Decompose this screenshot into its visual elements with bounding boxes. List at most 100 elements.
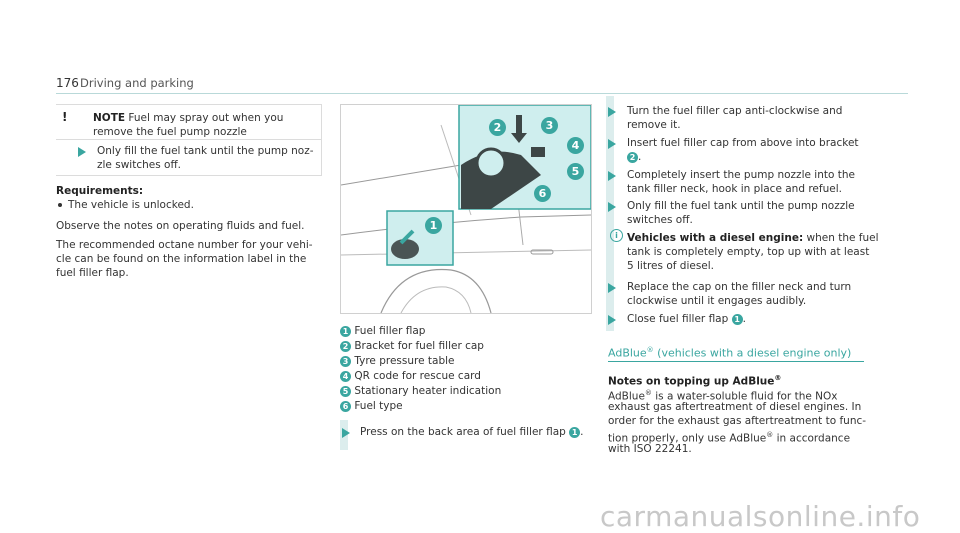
legend-num-5: 5 xyxy=(340,385,351,397)
steps-bar xyxy=(606,96,614,331)
warning-icon: ! xyxy=(62,110,68,124)
right-step-2-ref: 2 xyxy=(627,151,638,163)
right-step-6: Close fuel filler flap 1. xyxy=(627,312,746,326)
step-arrow-icon xyxy=(608,107,616,117)
step-arrow-icon xyxy=(608,171,616,181)
adblue-p4sup: ® xyxy=(766,431,774,439)
legend-num-2: 2 xyxy=(340,340,351,352)
right-step-3b: tank filler neck, hook in place and refu… xyxy=(627,183,842,195)
callout-3: 3 xyxy=(541,117,558,134)
legend-item-4: 4 QR code for rescue card xyxy=(340,369,481,383)
legend-item-6: 6 Fuel type xyxy=(340,399,403,413)
right-step-5b: clockwise until it engages audibly. xyxy=(627,295,807,307)
legend-text-2: Bracket for fuel filler cap xyxy=(354,340,484,352)
right-step-6-end: . xyxy=(742,313,746,325)
observe-text: Observe the notes on operating fluids an… xyxy=(56,220,305,232)
car-illustration xyxy=(341,105,591,313)
step-arrow-icon xyxy=(78,147,86,157)
adblue-link-a: AdBlue xyxy=(608,346,647,360)
note-line1: NOTE Fuel may spray out when you xyxy=(93,111,283,125)
right-step-4a: Only fill the fuel tank until the pump n… xyxy=(627,200,855,212)
legend-text-3: Tyre pressure table xyxy=(354,355,455,367)
info-text-1: when the fuel xyxy=(806,232,879,244)
step-arrow-icon xyxy=(608,315,616,325)
note-mid-rule xyxy=(56,139,322,140)
step-press-text: Press on the back area of fuel filler fl… xyxy=(360,426,566,438)
step-arrow-icon xyxy=(608,202,616,212)
legend-item-1: 1 Fuel filler flap xyxy=(340,324,425,338)
step-arrow-icon xyxy=(608,283,616,293)
section-title: Driving and parking xyxy=(80,76,194,90)
right-step-4b: switches off. xyxy=(627,214,693,226)
step-press-end: . xyxy=(580,426,584,438)
requirements-heading: Requirements: xyxy=(56,185,144,197)
adblue-heading-sup: ® xyxy=(774,374,782,382)
bullet-icon xyxy=(58,203,62,207)
adblue-p1sup: ® xyxy=(644,389,652,397)
adblue-heading-text: Notes on topping up AdBlue xyxy=(608,375,775,388)
right-step-2a: Insert fuel filler cap from above into b… xyxy=(627,137,859,149)
right-step-2-end: . xyxy=(638,151,642,163)
step-arrow-icon xyxy=(342,428,350,438)
note-bottom-rule xyxy=(56,175,322,176)
legend-item-3: 3 Tyre pressure table xyxy=(340,354,455,368)
requirements-item-text: The vehicle is unlocked. xyxy=(68,199,194,211)
note-text-2: remove the fuel pump nozzle xyxy=(93,126,247,138)
legend-item-2: 2 Bracket for fuel filler cap xyxy=(340,339,484,353)
adblue-para-2: exhaust gas aftertreatment of diesel eng… xyxy=(608,401,862,413)
adblue-p1a: AdBlue xyxy=(608,390,645,403)
octane-text-3: fuel filler flap. xyxy=(56,267,129,279)
legend-text-6: Fuel type xyxy=(354,400,403,412)
legend-item-5: 5 Stationary heater indication xyxy=(340,384,501,398)
adblue-para-4: tion properly, only use AdBlue® in accor… xyxy=(608,428,850,446)
info-label: Vehicles with a diesel engine: xyxy=(627,232,804,244)
info-line-2: tank is completely empty, top up with at… xyxy=(627,246,870,258)
note-top-rule xyxy=(56,104,322,105)
adblue-p1b: is a water-soluble fluid for the NOx xyxy=(655,390,838,403)
adblue-p4a: tion properly, only use AdBlue xyxy=(608,432,767,445)
octane-text-1: The recommended octane number for your v… xyxy=(56,239,313,251)
octane-text-2: cle can be found on the information labe… xyxy=(56,253,307,265)
adblue-link-sup: ® xyxy=(646,346,654,354)
adblue-p4b: in accordance xyxy=(776,432,851,445)
callout-5: 5 xyxy=(567,163,584,180)
note-step-1: Only fill the fuel tank until the pump n… xyxy=(97,145,314,157)
legend-num-1: 1 xyxy=(340,325,351,337)
info-icon: i xyxy=(610,229,623,242)
adblue-para-1: AdBlue® is a water-soluble fluid for the… xyxy=(608,386,838,404)
info-line-1: Vehicles with a diesel engine: when the … xyxy=(627,231,879,245)
legend-num-6: 6 xyxy=(340,400,351,412)
callout-6: 6 xyxy=(534,185,551,202)
legend-text-5: Stationary heater indication xyxy=(354,385,502,397)
callout-4: 4 xyxy=(567,137,584,154)
adblue-link[interactable]: AdBlue® (vehicles with a diesel engine o… xyxy=(608,346,851,360)
legend-num-3: 3 xyxy=(340,355,351,367)
adblue-heading: Notes on topping up AdBlue® xyxy=(608,371,781,389)
callout-2: 2 xyxy=(489,119,506,136)
right-step-2b: 2. xyxy=(627,150,641,164)
header-rule xyxy=(56,93,908,94)
note-right-border xyxy=(321,104,322,176)
step-arrow-icon xyxy=(608,139,616,149)
step-press: Press on the back area of fuel filler fl… xyxy=(360,425,584,439)
page-number: 176 xyxy=(56,76,79,90)
note-label: NOTE xyxy=(93,112,126,124)
requirements-item: The vehicle is unlocked. xyxy=(58,198,194,212)
right-step-1b: remove it. xyxy=(627,119,681,131)
right-step-3a: Completely insert the pump nozzle into t… xyxy=(627,169,855,181)
legend-text-1: Fuel filler flap xyxy=(354,325,426,337)
info-line-3: 5 litres of diesel. xyxy=(627,260,715,272)
note-step-2: zle switches off. xyxy=(97,159,182,171)
fuel-flap-illustration: 2 3 4 5 6 1 xyxy=(340,104,592,314)
right-step-1a: Turn the fuel filler cap anti-clockwise … xyxy=(627,105,843,117)
watermark: carmanualsonline.info xyxy=(600,500,921,533)
callout-1: 1 xyxy=(425,217,442,234)
legend-num-4: 4 xyxy=(340,370,351,382)
adblue-link-underline xyxy=(608,361,864,362)
legend-text-4: QR code for rescue card xyxy=(354,370,481,382)
right-step-6-ref: 1 xyxy=(731,313,743,325)
right-step-5a: Replace the cap on the filler neck and t… xyxy=(627,281,852,293)
note-text-1: Fuel may spray out when you xyxy=(128,112,284,124)
adblue-para-3: order for the exhaust gas aftertreatment… xyxy=(608,415,867,427)
right-step-6-text: Close fuel filler flap xyxy=(627,313,729,325)
